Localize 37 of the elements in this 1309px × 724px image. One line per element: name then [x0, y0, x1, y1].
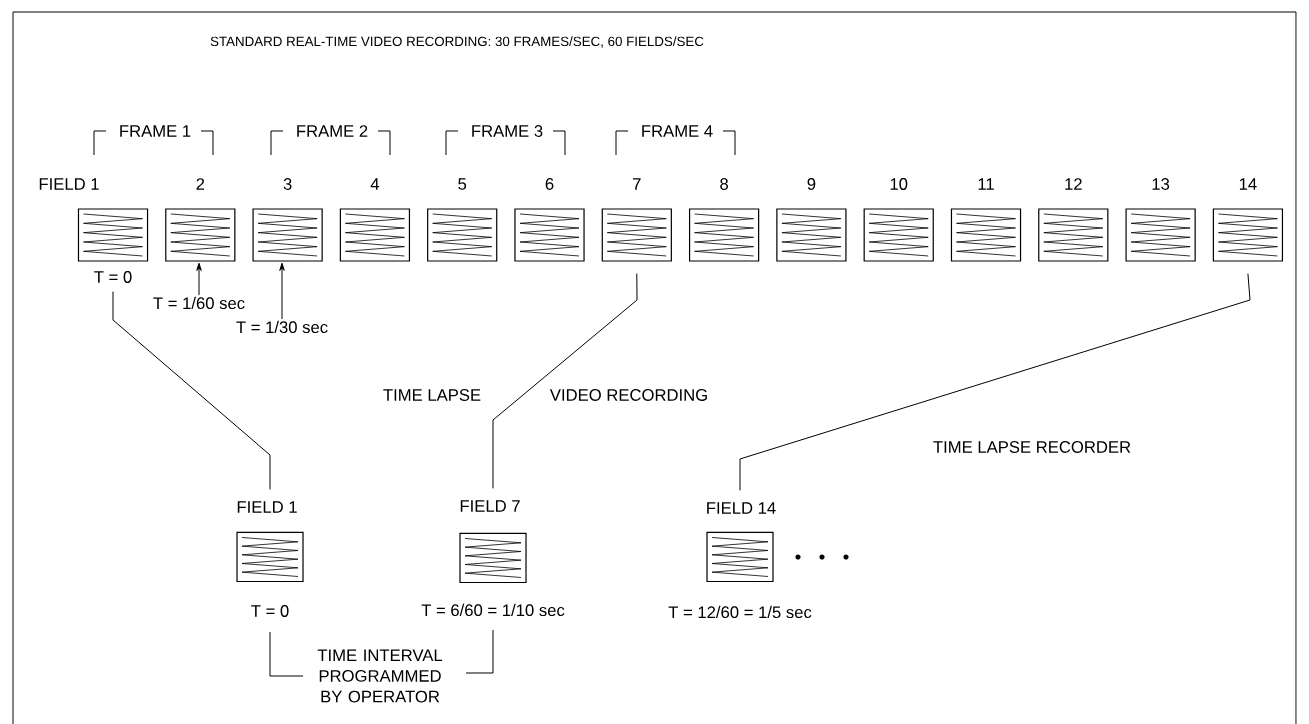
arrow — [279, 262, 285, 320]
annotation-text: TIME INTERVAL PROGRAMMED BY OPERATOR — [317, 649, 443, 703]
annotation-text: TIME LAPSE — [383, 389, 481, 401]
field-label: 14 — [1239, 178, 1257, 190]
field-label: FIELD 1 — [39, 178, 99, 190]
field-label: FIELD 7 — [460, 500, 520, 512]
arrow — [196, 262, 202, 296]
field-label: 7 — [633, 178, 641, 190]
field-label: 13 — [1152, 178, 1170, 190]
field-label: FIELD 14 — [707, 502, 776, 514]
field-label: 9 — [807, 178, 816, 190]
field-label: 2 — [196, 178, 205, 190]
connector-line — [739, 273, 1251, 491]
field-label: 5 — [458, 178, 467, 190]
frame-label: FRAME 4 — [642, 125, 713, 137]
frame-label: FRAME 1 — [120, 125, 191, 137]
time-label: T = 12/60 = 1/5 sec — [668, 605, 812, 619]
annotation-text: VIDEO RECORDING — [549, 389, 707, 401]
annotation-text: TIME LAPSE RECORDER — [933, 441, 1131, 453]
frame-label: FRAME 3 — [472, 125, 543, 137]
field-label: 6 — [545, 178, 554, 190]
field-label: 11 — [978, 178, 994, 190]
connector-line — [112, 291, 271, 490]
connector-line — [492, 273, 638, 489]
title: STANDARD REAL-TIME VIDEO RECORDING: 30 FRAMES/SEC, 60 FIELDS/SEC — [210, 36, 704, 48]
time-label: T = 0 — [251, 605, 289, 617]
field-label: 8 — [720, 178, 729, 190]
field-label: FIELD 1 — [237, 501, 297, 513]
field-label: 10 — [890, 178, 908, 190]
time-label: T = 1/30 sec — [236, 320, 328, 334]
time-label: T = 6/60 = 1/10 sec — [421, 603, 565, 617]
field-label: 4 — [370, 178, 380, 190]
time-label: T = 0 — [94, 271, 132, 283]
frame-label: FRAME 2 — [297, 125, 368, 137]
field-label: 12 — [1065, 178, 1082, 190]
field-label: 3 — [283, 178, 292, 190]
time-label: T = 1/60 sec — [153, 296, 245, 310]
